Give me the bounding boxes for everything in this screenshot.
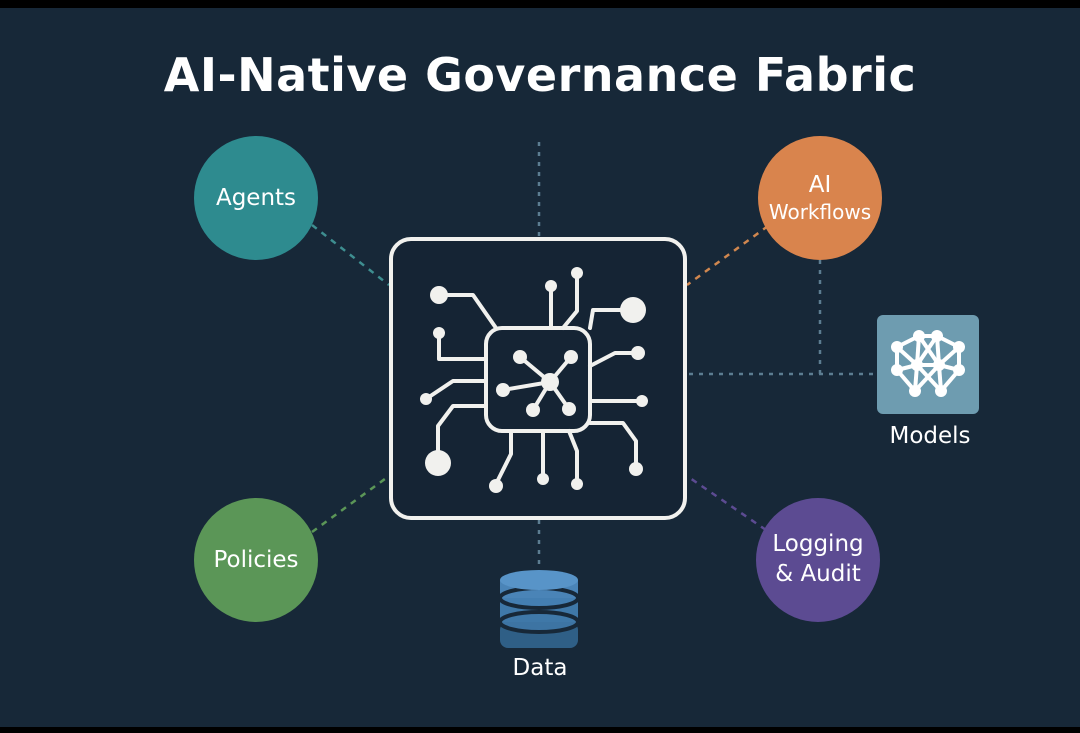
ai-workflows-node: AI Workflows <box>758 136 882 260</box>
policies-label: Policies <box>213 547 299 573</box>
models-node <box>877 315 979 414</box>
connector-agents <box>311 224 390 286</box>
connector-logging <box>686 474 767 532</box>
diagram-title: AI-Native Governance Fabric <box>163 48 917 102</box>
connector-policies <box>311 474 390 534</box>
logging-label-line2: & Audit <box>775 561 861 587</box>
policies-node: Policies <box>194 498 318 622</box>
governance-hub <box>389 237 687 520</box>
ai-workflows-label-line1: AI <box>808 172 832 199</box>
data-label: Data <box>512 655 568 681</box>
diagram-canvas: AI-Native Governance Fabric Agents AI Wo… <box>0 8 1080 727</box>
ai-workflows-label-line2: Workflows <box>768 199 872 224</box>
database-icon <box>500 570 580 648</box>
agents-node: Agents <box>194 136 318 260</box>
agents-label: Agents <box>215 185 297 211</box>
logging-audit-node: Logging & Audit <box>756 498 880 622</box>
connector-layer <box>311 142 874 568</box>
connector-workflows <box>686 224 769 287</box>
ai-chip-circuit-icon <box>420 267 648 493</box>
models-label: Models <box>889 423 971 449</box>
neural-network-icon <box>891 330 965 397</box>
logging-label-line1: Logging <box>772 531 864 558</box>
